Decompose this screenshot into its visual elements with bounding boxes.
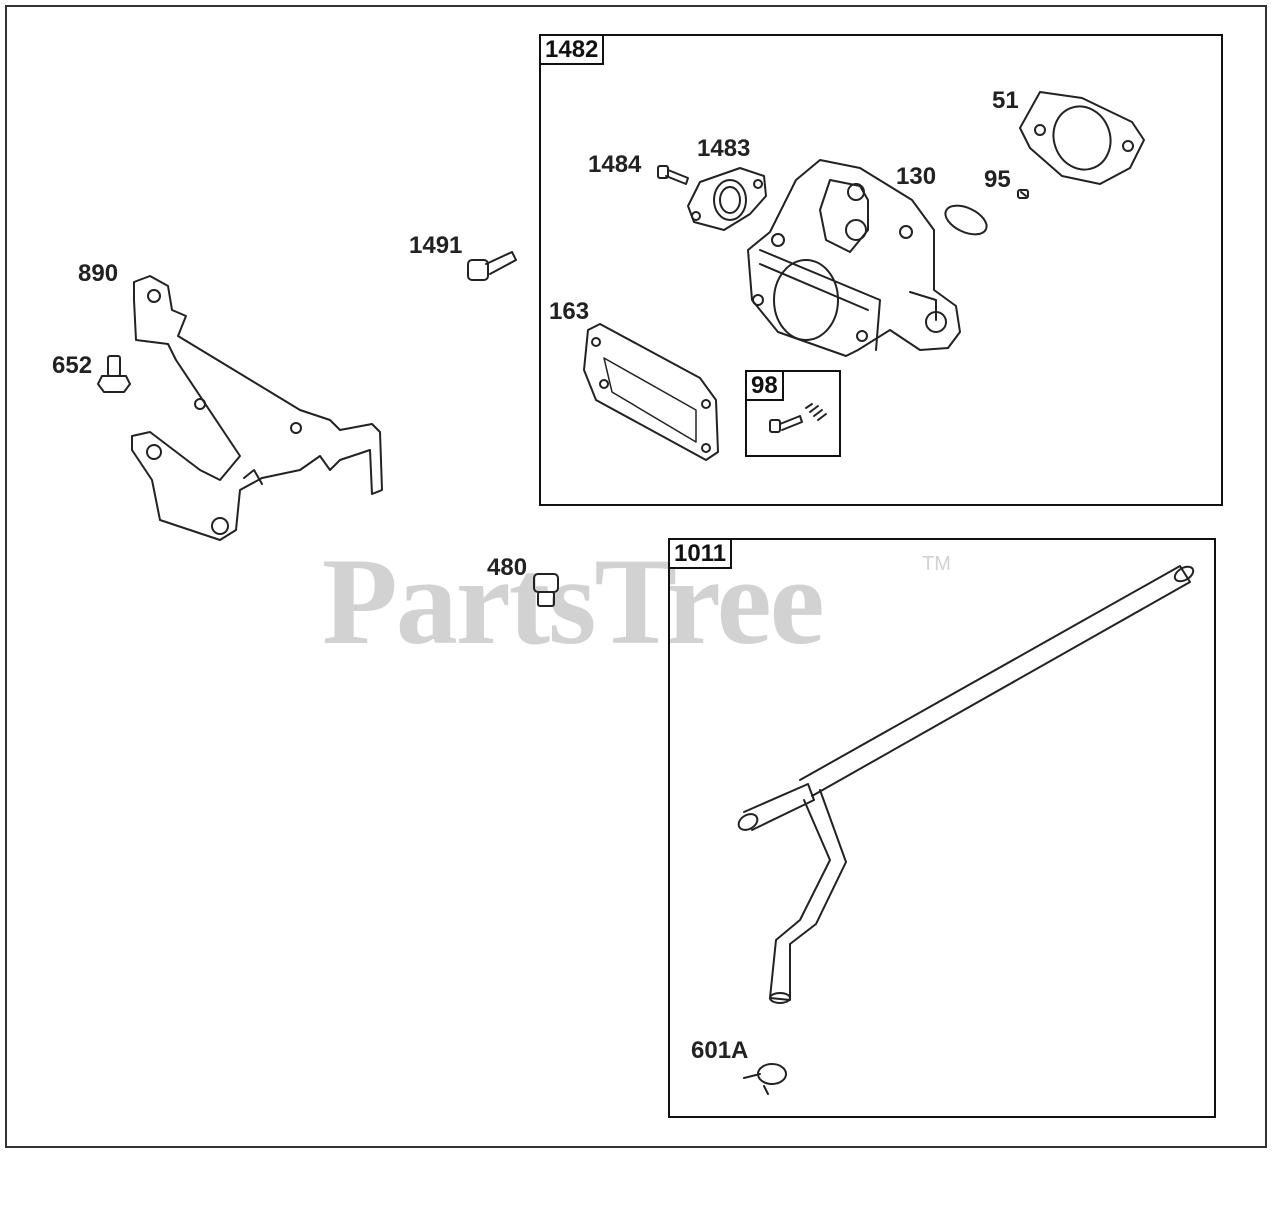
watermark: PartsTree — [322, 533, 825, 670]
gasket-163-part[interactable] — [583, 323, 719, 461]
screw-95-part[interactable] — [1017, 189, 1029, 199]
screw-spring-98-part[interactable] — [769, 403, 827, 433]
callout-95[interactable]: 95 — [984, 166, 1011, 193]
callout-130[interactable]: 130 — [896, 163, 937, 190]
assembly-label-1482[interactable]: 1482 — [539, 34, 605, 65]
throttle-plate-130-part[interactable] — [941, 200, 991, 240]
assembly-box-1482: 1482 — [539, 34, 1223, 506]
assembly-box-98: 98 — [745, 370, 841, 457]
adapter-1483-part[interactable] — [687, 167, 767, 231]
watermark-trademark: TM — [922, 553, 951, 575]
bolt-652-part[interactable] — [97, 355, 131, 393]
assembly-label-1011[interactable]: 1011 — [668, 538, 733, 569]
callout-1483[interactable]: 1483 — [697, 135, 751, 162]
breather-tube-1011-part[interactable] — [736, 564, 1196, 1004]
callout-1491[interactable]: 1491 — [409, 232, 463, 259]
assembly-box-1011: 1011 — [668, 538, 1216, 1118]
gasket-51-part[interactable] — [1019, 91, 1145, 185]
callout-1484[interactable]: 1484 — [588, 151, 642, 178]
callout-890[interactable]: 890 — [78, 260, 119, 287]
callout-51[interactable]: 51 — [992, 87, 1019, 114]
callout-652[interactable]: 652 — [52, 352, 93, 379]
callout-480[interactable]: 480 — [487, 554, 528, 581]
callout-601A[interactable]: 601A — [691, 1037, 749, 1064]
plug-480-part[interactable] — [533, 573, 559, 607]
bolt-1491-part[interactable] — [467, 251, 517, 281]
diagram-frame — [5, 5, 1267, 1148]
bracket-890-part[interactable] — [131, 275, 383, 541]
throttle-body-1482-part[interactable] — [747, 159, 961, 357]
callout-163[interactable]: 163 — [549, 298, 590, 325]
clamp-601A-part[interactable] — [743, 1063, 787, 1095]
assembly-label-98[interactable]: 98 — [745, 370, 784, 401]
screw-1484-part[interactable] — [657, 165, 689, 185]
